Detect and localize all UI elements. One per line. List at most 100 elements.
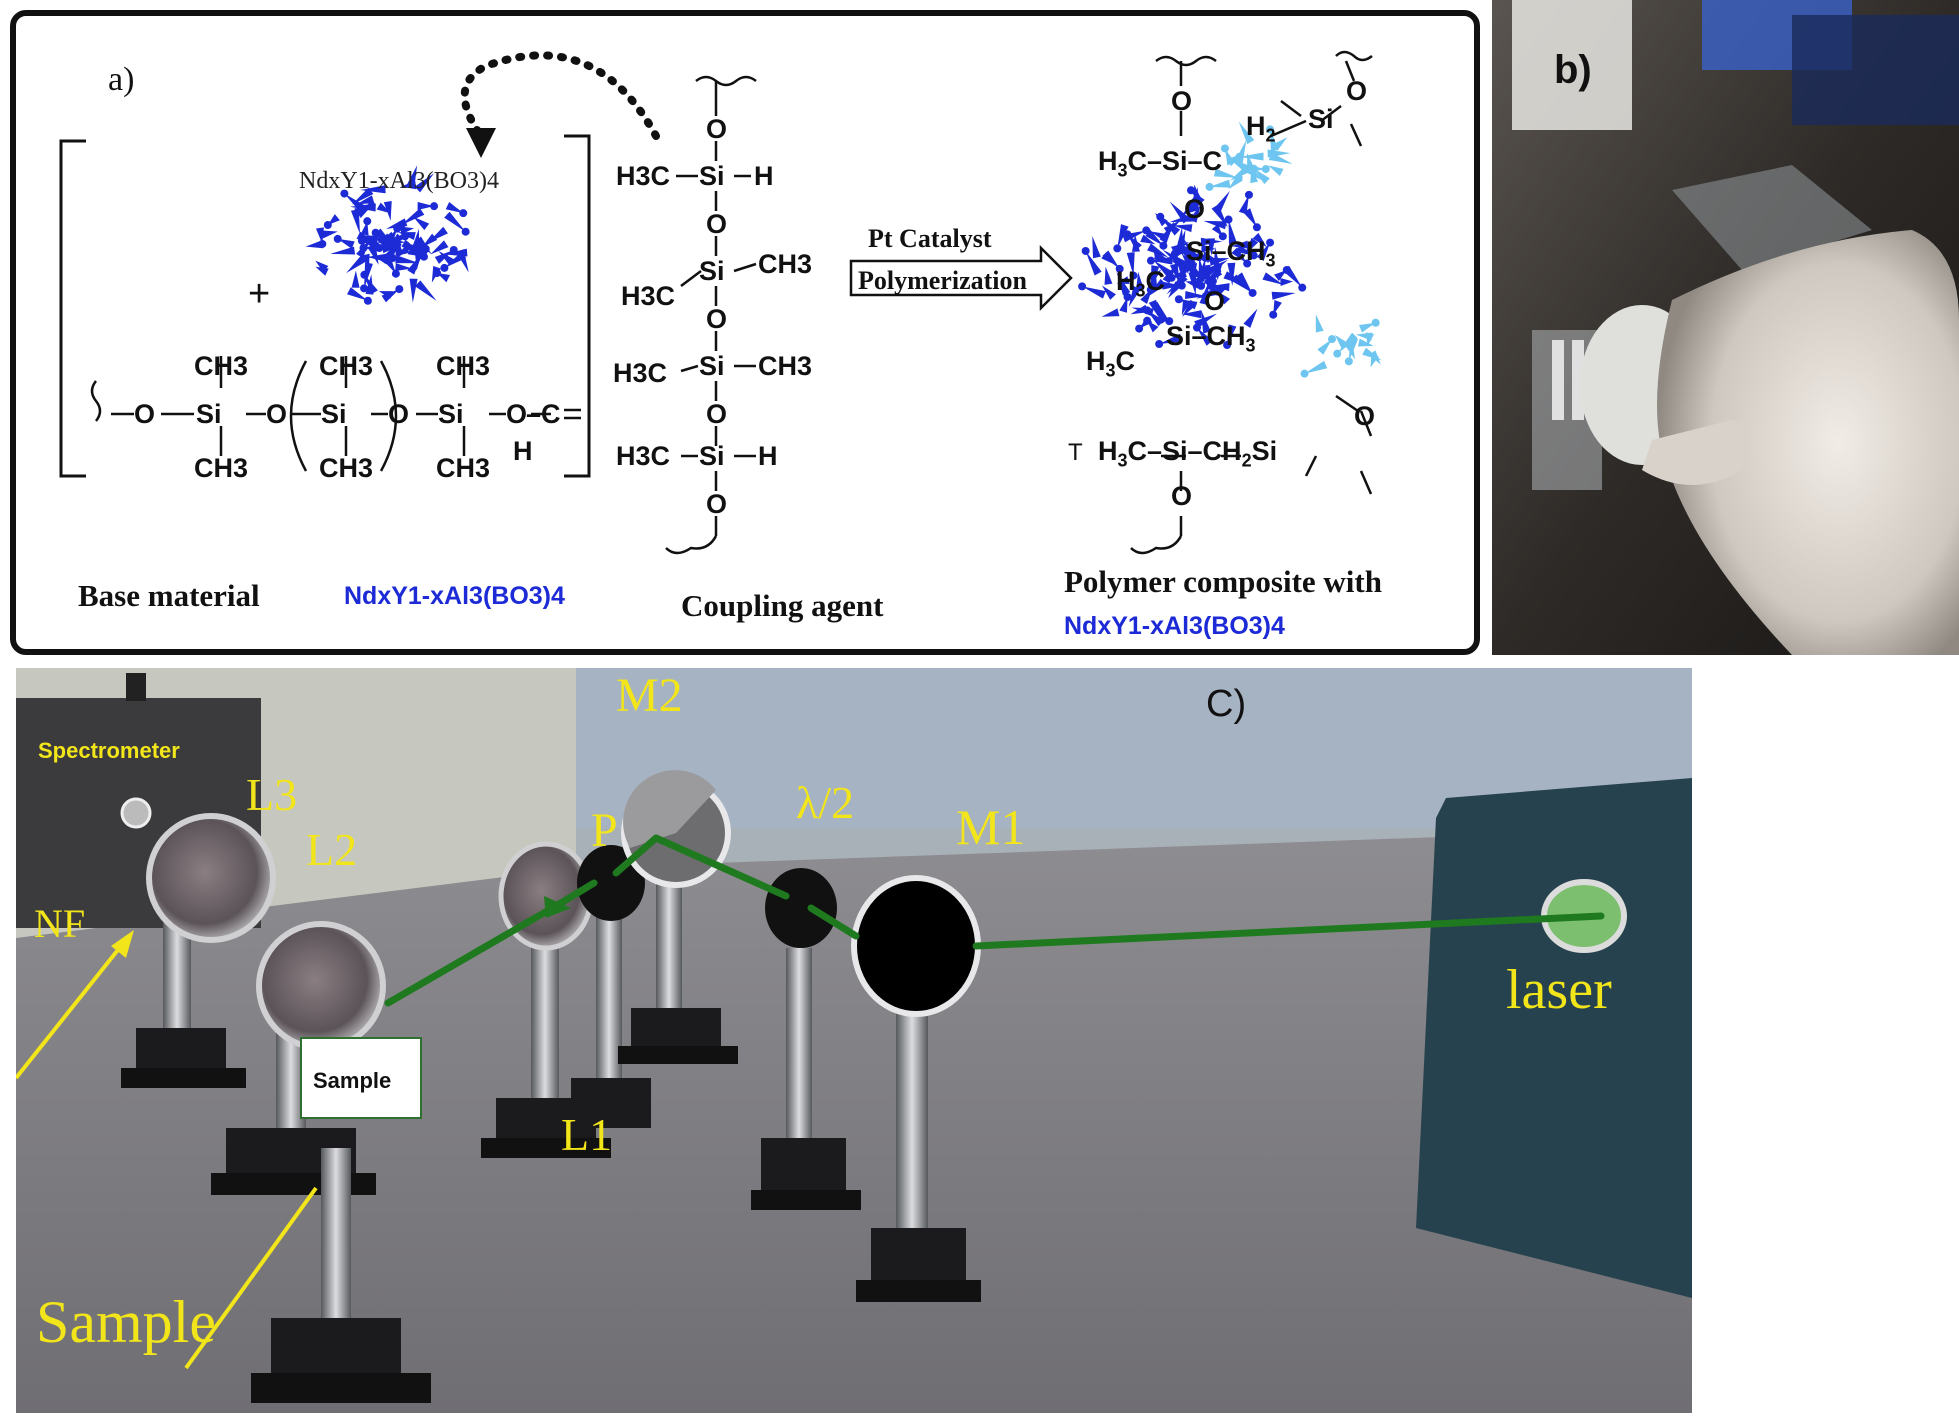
coupling-h3c-3: H3C	[613, 358, 668, 388]
composite-h3c-1: H3C–Si–C	[1098, 146, 1223, 181]
particle-bead	[1371, 318, 1380, 327]
arrow-label-top: Pt Catalyst	[868, 224, 992, 253]
particle-bead	[1135, 324, 1144, 333]
l3-label: L3	[246, 769, 298, 820]
particle-spike	[1217, 291, 1231, 305]
particle-spike	[1359, 322, 1376, 333]
mount-half-wave-plate	[751, 868, 861, 1210]
particle-bead	[1218, 232, 1227, 241]
particle-spike	[1210, 283, 1230, 292]
particle-bead	[433, 269, 442, 278]
particle-spike	[351, 270, 360, 288]
particle-spike	[1181, 310, 1202, 319]
particle-spike	[1207, 238, 1216, 256]
particle-spike	[1169, 259, 1191, 274]
particle-bead	[1192, 323, 1201, 332]
particle-spike	[1268, 152, 1293, 164]
coupling-o4: O	[706, 399, 728, 429]
particle-spike	[1362, 347, 1382, 361]
particle-spike	[395, 255, 420, 264]
particle-spike	[1101, 308, 1120, 317]
particle-spike	[1145, 229, 1164, 246]
composite-si-top-right: Si	[1308, 104, 1334, 134]
particle-spike	[1253, 168, 1270, 185]
sample-box-label: Sample	[313, 1068, 392, 1093]
caption-coupling-agent: Coupling agent	[681, 588, 884, 623]
particle-bead	[1244, 190, 1253, 199]
particle-bead	[1269, 310, 1278, 319]
particle-spike	[386, 240, 402, 264]
coupling-o5: O	[706, 489, 728, 519]
composite-h2: H2	[1246, 111, 1276, 146]
particle-spike	[1162, 281, 1182, 290]
particle-bead	[1113, 244, 1122, 253]
particle-bead	[391, 269, 400, 278]
particle-spike	[1183, 193, 1202, 214]
particle-spike	[1153, 248, 1163, 263]
particle-spike	[414, 173, 435, 193]
particle-bead	[1129, 271, 1138, 280]
particle-bead	[1187, 186, 1196, 195]
particle-spike	[1092, 236, 1101, 259]
particle-spike	[1147, 310, 1164, 327]
particle-spike	[444, 211, 466, 232]
composite-si-2: Si–CH3	[1186, 236, 1276, 271]
particle-spike	[383, 201, 392, 221]
particle-bead	[440, 263, 449, 272]
coupling-si-3: Si	[699, 351, 725, 381]
particle-spike	[1280, 278, 1294, 287]
particle-spike	[1315, 314, 1324, 333]
caption-base-formula: NdxY1-xAl3(BO3)4	[344, 582, 565, 610]
coupling-o1: O	[706, 114, 728, 144]
particle-bead	[1078, 282, 1087, 291]
particle-spike	[1173, 224, 1193, 233]
caption-composite-line2: NdxY1-xAl3(BO3)4	[1064, 612, 1285, 640]
caption-base-material: Base material	[78, 578, 260, 613]
particle-spike	[315, 266, 329, 276]
panel-b-photo: b)	[1492, 0, 1959, 655]
particle-spike	[378, 291, 393, 299]
particle-spike	[327, 214, 340, 226]
coupling-chain-bonds	[665, 75, 757, 555]
particle-bead	[1249, 251, 1258, 260]
particle-bead	[459, 209, 468, 218]
particle-spike	[413, 241, 428, 250]
particle-spike	[1345, 342, 1356, 360]
particle-spike	[1227, 324, 1237, 346]
coupling-o3: O	[706, 304, 728, 334]
panel-c-label: C)	[1206, 683, 1247, 725]
particle-spike	[1119, 297, 1128, 313]
base-ch3-4: CH3	[319, 453, 374, 483]
particle-spike	[1211, 224, 1223, 237]
particle-spike	[1169, 263, 1180, 284]
particle-spike	[1262, 272, 1284, 285]
particle-spike	[406, 165, 418, 188]
particle-spike	[1357, 338, 1374, 347]
particle-spike	[1082, 286, 1106, 299]
particle-spike	[356, 195, 375, 205]
laser-box	[1416, 778, 1692, 1298]
particle-bead	[375, 244, 384, 253]
particle-bead	[360, 284, 369, 293]
base-atom-c: –C	[526, 399, 561, 429]
left-bracket	[59, 139, 86, 478]
particle-bead	[461, 227, 470, 236]
particle-bead	[1266, 125, 1275, 134]
particle-bead	[1167, 273, 1176, 282]
coupling-h3c-4: H3C	[616, 441, 671, 471]
base-atom-o2: O	[266, 399, 288, 429]
particle-spike	[1140, 288, 1153, 304]
particle-bead	[1223, 341, 1232, 350]
composite-t-mark: T	[1068, 439, 1083, 466]
particle-spike	[321, 230, 338, 239]
particle-bead	[1344, 357, 1353, 366]
particle-spike	[430, 240, 449, 255]
particle-bead	[430, 202, 439, 211]
particle-spike	[1271, 291, 1296, 300]
sample-box	[300, 1037, 422, 1119]
base-ch3-1: CH3	[194, 351, 249, 381]
particle-spike	[1159, 220, 1175, 244]
panel-c-optical-setup: C) Spectrometer NF L3 L2 L1 P M2 λ/2 M1 …	[16, 668, 1692, 1413]
coupling-ch3-2: CH3	[758, 351, 813, 381]
m1-label: M1	[956, 799, 1026, 855]
